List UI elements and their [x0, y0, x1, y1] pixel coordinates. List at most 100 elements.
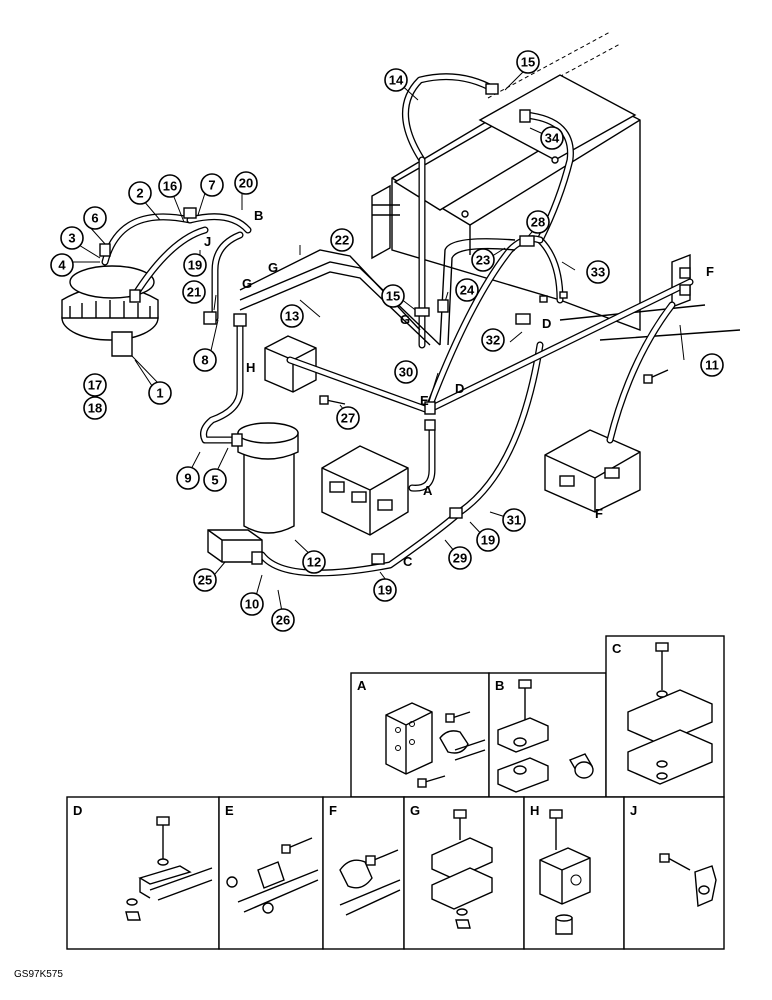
callout-20: 20 — [234, 171, 258, 195]
marker-a: A — [423, 483, 433, 498]
marker-f1: F — [706, 264, 714, 279]
panel-g-label: G — [410, 803, 420, 818]
figure-code: GS97K575 — [14, 969, 63, 980]
marker-d2: D — [542, 316, 551, 331]
marker-b: B — [254, 208, 263, 223]
callout-4: 4 — [50, 253, 74, 277]
callout-21: 21 — [182, 280, 206, 304]
panel-e-label: E — [225, 803, 234, 818]
panel-c-drawing — [627, 642, 713, 785]
callout-17-label: 17 — [88, 378, 102, 393]
panel-j-label: J — [630, 803, 637, 818]
panel-g-drawing — [431, 809, 493, 929]
callout-6-label: 6 — [91, 211, 98, 226]
panel-j-drawing — [659, 853, 717, 908]
callout-30: 30 — [394, 360, 418, 384]
marker-g3: G — [400, 312, 410, 327]
callout-26: 26 — [271, 608, 295, 632]
callout-19a: 19 — [183, 253, 207, 277]
marker-e: E — [420, 393, 429, 408]
callout-7-label: 7 — [208, 178, 215, 193]
callout-3-label: 3 — [68, 231, 75, 246]
tank — [371, 74, 641, 332]
callout-6: 6 — [83, 206, 107, 230]
callout-33-label: 33 — [591, 265, 605, 280]
callout-19c-label: 19 — [378, 583, 392, 598]
callout-3: 3 — [60, 226, 84, 250]
callout-13-label: 13 — [285, 309, 299, 324]
callout-32: 32 — [481, 328, 505, 352]
callout-28: 28 — [526, 210, 550, 234]
callout-25-label: 25 — [198, 573, 212, 588]
callout-11: 11 — [700, 353, 724, 377]
panel-f-label: F — [329, 803, 337, 818]
callout-32-label: 32 — [486, 333, 500, 348]
callout-28-label: 28 — [531, 215, 545, 230]
oil-filter — [237, 422, 299, 534]
callout-17: 17 — [83, 373, 107, 397]
callout-19b-label: 19 — [481, 533, 495, 548]
callout-2-label: 2 — [136, 186, 143, 201]
callout-25: 25 — [193, 568, 217, 592]
junction-block — [207, 529, 263, 563]
callout-1: 1 — [148, 381, 172, 405]
marker-c: C — [403, 554, 413, 569]
callout-13: 13 — [280, 304, 304, 328]
callout-15b: 15 — [381, 284, 405, 308]
callout-16: 16 — [158, 174, 182, 198]
callout-14: 14 — [384, 68, 408, 92]
callout-15b-label: 15 — [386, 289, 400, 304]
marker-f2: F — [595, 506, 603, 521]
callout-31: 31 — [502, 508, 526, 532]
callout-23: 23 — [471, 248, 495, 272]
callout-29-label: 29 — [453, 551, 467, 566]
marker-g2: G — [268, 260, 278, 275]
callout-15a: 15 — [516, 50, 540, 74]
callout-14-label: 14 — [389, 73, 404, 88]
marker-h: H — [246, 360, 255, 375]
callout-16-label: 16 — [163, 179, 177, 194]
callout-9-label: 9 — [184, 471, 191, 486]
callout-12: 12 — [302, 550, 326, 574]
callout-4-label: 4 — [58, 258, 66, 273]
callout-22: 22 — [330, 228, 354, 252]
marker-g1: G — [242, 276, 252, 291]
callout-5: 5 — [203, 468, 227, 492]
callout-31-label: 31 — [507, 513, 521, 528]
callout-10: 10 — [240, 592, 264, 616]
callout-5-label: 5 — [211, 473, 218, 488]
callout-34: 34 — [540, 126, 564, 150]
panel-b-drawing — [497, 679, 594, 793]
callout-8-label: 8 — [201, 353, 208, 368]
marker-d1: D — [455, 381, 464, 396]
callout-11-label: 11 — [705, 358, 719, 373]
panel-h-label: H — [530, 803, 539, 818]
callout-9: 9 — [176, 466, 200, 490]
callout-29: 29 — [448, 546, 472, 570]
panel-b-label: B — [495, 678, 504, 693]
callout-8: 8 — [193, 348, 217, 372]
callout-19b: 19 — [476, 528, 500, 552]
panel-h-drawing — [539, 809, 591, 935]
callout-19c: 19 — [373, 578, 397, 602]
callout-26-label: 26 — [276, 613, 290, 628]
fittings — [99, 83, 691, 565]
callout-15a-label: 15 — [521, 55, 535, 70]
callout-12-label: 12 — [307, 555, 321, 570]
callout-20-label: 20 — [239, 176, 253, 191]
panel-e-drawing — [226, 837, 319, 914]
callout-7: 7 — [200, 173, 224, 197]
panel-d-drawing — [125, 816, 213, 921]
bolts — [319, 291, 669, 405]
main-assembly: 1 2 3 4 5 6 7 8 9 10 11 12 13 14 15 15 1… — [50, 31, 741, 632]
control-valve-right — [544, 429, 641, 513]
panel-c-label: C — [612, 641, 622, 656]
callout-21-label: 21 — [187, 285, 201, 300]
detail-panels: A B C D E F G H J — [66, 635, 725, 950]
callout-30-label: 30 — [399, 365, 413, 380]
callout-10-label: 10 — [245, 597, 259, 612]
callout-24-label: 24 — [460, 283, 475, 298]
callout-22-label: 22 — [335, 233, 349, 248]
panel-d-label: D — [73, 803, 82, 818]
